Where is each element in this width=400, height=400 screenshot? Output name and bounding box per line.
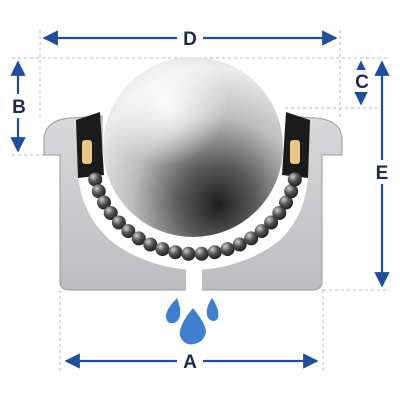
bearing-ball — [168, 245, 183, 260]
label-b-bg — [8, 94, 30, 118]
label-d-bg — [177, 26, 203, 50]
label-a-bg — [177, 349, 203, 373]
bearing-ball — [103, 206, 118, 220]
left-seal-insert — [82, 140, 92, 164]
bearing-ball — [181, 246, 196, 261]
bearing-ball — [207, 245, 222, 260]
label-b: B — [12, 97, 26, 118]
bearing-ball — [264, 215, 279, 230]
label-d: D — [183, 29, 197, 50]
main-ball — [103, 57, 283, 237]
bearing-ball — [220, 242, 235, 257]
bearing-balls — [88, 172, 302, 261]
bearing-ball — [131, 231, 146, 246]
bearing-ball — [194, 246, 209, 261]
bearing-ball — [91, 184, 106, 199]
drip-right — [206, 298, 219, 321]
bearing-ball — [232, 237, 247, 252]
bearing-ball — [155, 242, 170, 257]
guide-lines — [12, 30, 390, 372]
bearing-ball — [272, 206, 287, 220]
bearing-ball — [254, 224, 269, 239]
right-seal — [282, 112, 310, 178]
left-seal — [76, 112, 104, 178]
label-e: E — [376, 163, 389, 184]
label-c-bg — [351, 70, 373, 92]
bearing-ball — [121, 224, 136, 239]
bearing-ball — [279, 195, 293, 210]
bearing-ball — [88, 172, 103, 187]
label-a: A — [183, 352, 197, 373]
drip-center — [179, 308, 206, 345]
bearing-ball — [244, 231, 259, 246]
bearing-ball — [284, 184, 299, 199]
bearing-ball — [143, 237, 158, 252]
bearing-ball — [287, 172, 302, 187]
drip-icon — [165, 298, 219, 345]
drip-left — [165, 298, 181, 324]
right-seal-insert — [290, 140, 300, 164]
label-e-bg — [371, 160, 393, 184]
label-c: C — [355, 72, 369, 93]
bearing-ball — [111, 215, 126, 230]
bearing-ball — [97, 195, 111, 210]
drain-channel — [186, 262, 202, 292]
